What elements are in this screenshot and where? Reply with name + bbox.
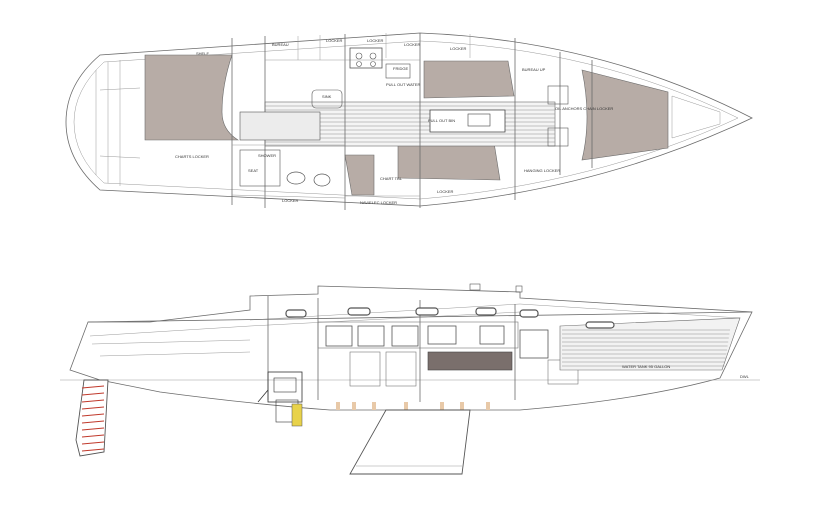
heads-compartment	[239, 111, 331, 187]
label-sink: SINK	[322, 94, 332, 99]
profile-interior	[267, 296, 579, 402]
saloon-table-leaf	[467, 113, 491, 127]
floor-timber	[404, 402, 408, 410]
galley	[311, 47, 411, 109]
portlight	[475, 307, 497, 316]
profile-hull	[69, 285, 753, 411]
drawing-line	[81, 420, 105, 424]
waterline-label: DWL	[740, 374, 750, 379]
plan-inner-sheer	[73, 40, 739, 200]
saloon-settee-port	[423, 60, 515, 99]
floor-timber	[486, 402, 490, 410]
label-shower: SHOWER	[258, 153, 276, 158]
mast-step	[515, 285, 523, 293]
label-hanging-locker: HANGING LOCKER	[524, 168, 560, 173]
label-navelec-locker: NAV/ELEC LOCKER	[360, 200, 397, 205]
portlight	[347, 307, 371, 316]
drawing-line	[81, 413, 105, 417]
engine	[257, 371, 303, 427]
plan-hull-outline	[65, 32, 753, 207]
floor-timber	[336, 402, 340, 410]
hull-windows	[285, 307, 615, 329]
drawing-line	[81, 399, 105, 403]
water-tank-label: WATER TANK 95 GALLON	[622, 364, 670, 369]
drawing-line	[81, 406, 105, 410]
label-locker-top2: LOCKER	[367, 38, 384, 43]
label-bureau-up: BUREAU UP	[522, 67, 546, 72]
forward-shelf-stbd	[547, 127, 569, 147]
profile-saloon-settee	[427, 351, 513, 371]
floor-timber	[372, 402, 376, 410]
portlight	[415, 307, 439, 316]
floor-timber	[460, 402, 464, 410]
floor-timber	[440, 402, 444, 410]
label-locker-bottom2: LOCKER	[437, 189, 454, 194]
label-fridge: FRIDGE	[393, 66, 408, 71]
drawing-line	[81, 448, 105, 452]
keel-fin	[349, 409, 471, 475]
forward-v-berth	[581, 69, 669, 161]
portlight	[285, 309, 307, 318]
portlight	[585, 321, 615, 329]
portlight	[519, 309, 539, 318]
label-pull-out-bin: PULL OUT BIN	[428, 118, 455, 123]
nav-station-seat	[344, 154, 375, 196]
label-pull-out-water: PULL OUT WATER	[386, 82, 421, 87]
rudder	[75, 379, 109, 457]
bow-anchor-locker	[671, 95, 721, 139]
label-locker-top4: LOCKER	[450, 46, 467, 51]
label-bureau: BUREAU	[272, 42, 289, 47]
forward-cabin-planking	[559, 317, 741, 371]
aft-cabin-berth	[144, 54, 240, 141]
drawing-line	[81, 392, 105, 396]
label-locker-top3: LOCKER	[404, 42, 421, 47]
forward-shelf-port	[547, 85, 569, 105]
accommodation-plan: BUREAU LOCKER LOCKER LOCKER SHELF LOCKER…	[65, 32, 753, 210]
profile-elevation: DWL	[60, 283, 760, 475]
drawing-line	[81, 427, 105, 431]
label-locker-bottom1: LOCKER	[282, 198, 299, 203]
plan-labels: BUREAU LOCKER LOCKER LOCKER SHELF LOCKER…	[175, 38, 613, 205]
drawing-line	[81, 385, 105, 389]
label-shelf: SHELF	[196, 51, 209, 56]
topside-lines	[89, 303, 741, 357]
saloon-table	[429, 109, 506, 133]
cockpit-lines	[95, 60, 141, 186]
drawing-line	[81, 441, 105, 445]
floor-timber	[352, 402, 356, 410]
label-seat: SEAT	[248, 168, 259, 173]
label-chart-tbl: CHART TBL	[380, 176, 403, 181]
coachroof-hatch	[469, 283, 481, 291]
label-charts-locker: CHARTS LOCKER	[175, 154, 209, 159]
floor-timbers	[336, 402, 490, 410]
drawing-line	[81, 434, 105, 438]
label-locker-top1: LOCKER	[326, 38, 343, 43]
label-oil-anchor: OIL ANCHORS CHAIN LOCKER	[555, 106, 613, 111]
